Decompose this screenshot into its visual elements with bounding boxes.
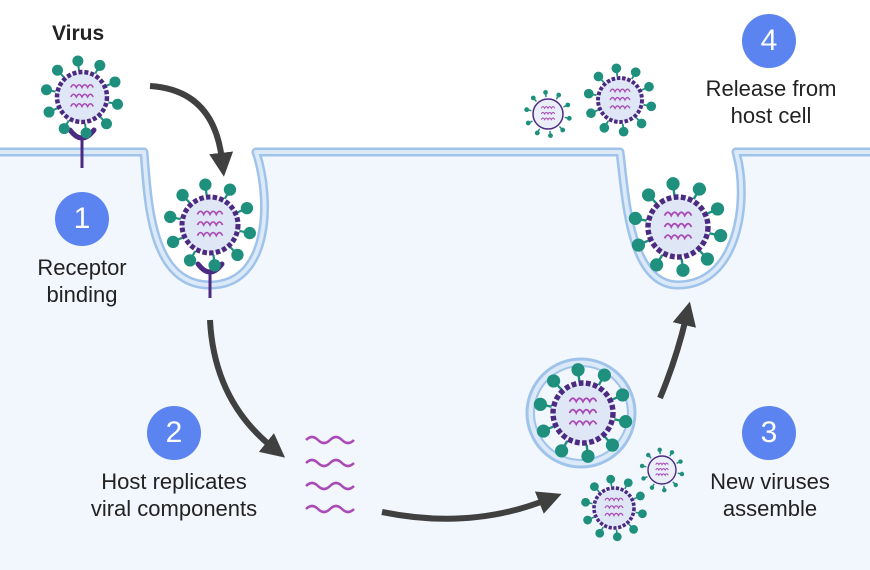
arrow-to-replication — [207, 319, 286, 458]
receptor-outside — [67, 127, 97, 168]
step-1-label: Receptor binding — [22, 254, 142, 308]
step-4-label-line-2: host cell — [730, 103, 812, 128]
cell-membrane-inner — [0, 150, 870, 287]
step-4-label-line-1: Release from — [705, 76, 837, 101]
virus-released-small — [524, 89, 572, 139]
step-4-badge: 4 — [742, 14, 796, 68]
step-3-label-line-1: New viruses — [710, 469, 830, 494]
step-2-badge: 2 — [147, 406, 201, 460]
virus-label: Virus — [52, 22, 105, 45]
step-1-label-line-1: Receptor — [37, 255, 127, 280]
step-2-label-line-1: Host replicates — [101, 469, 247, 494]
viral-rna-strands — [305, 435, 355, 514]
step-4-label: Release from host cell — [692, 75, 850, 129]
step-3-badge: 3 — [742, 406, 796, 460]
virus-attaching — [40, 55, 124, 139]
step-3-label: New viruses assemble — [697, 468, 843, 522]
virus-endocytosed — [164, 178, 256, 272]
virus-assembled-small-right — [639, 447, 685, 493]
virus-budding — [628, 177, 728, 277]
arrow-to-release — [657, 301, 697, 400]
virus-particles — [40, 55, 728, 542]
step-1-label-line-2: binding — [46, 282, 118, 307]
arrow-virus-to-cell — [149, 83, 234, 177]
virus-assembled-bottom — [581, 474, 647, 542]
virus-assembled-in-vesicle — [533, 363, 633, 463]
step-2-label-line-2: viral components — [90, 496, 258, 521]
step-3-label-line-2: assemble — [722, 496, 818, 521]
step-1-badge: 1 — [55, 192, 109, 246]
arrow-to-assembly — [381, 491, 562, 522]
step-2-label: Host replicates viral components — [70, 468, 278, 522]
virus-released-large — [583, 63, 657, 137]
